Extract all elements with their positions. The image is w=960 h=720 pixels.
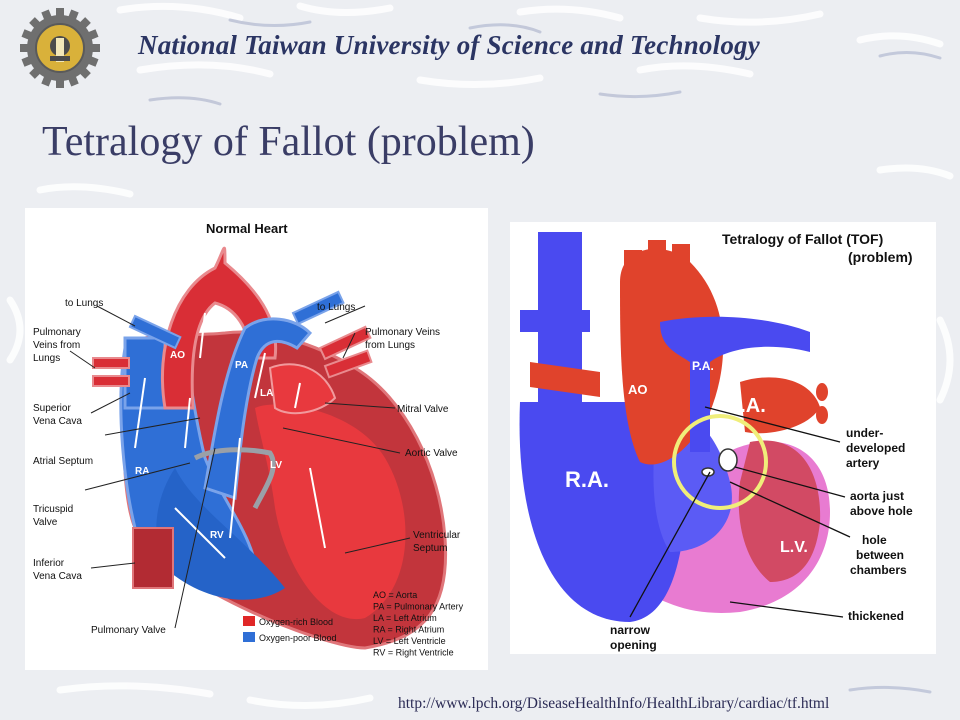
label-underdeveloped-3: artery [846,456,880,470]
figure-title-normal-heart: Normal Heart [206,221,288,236]
institution-header: National Taiwan University of Science an… [138,30,760,60]
left-atrium [268,363,337,415]
label-tricuspid-valve-1: Tricuspid [33,504,73,515]
label-hole-between-2: between [856,548,904,562]
label-mitral-valve: Mitral Valve [397,404,449,415]
abbreviation-item: AO = Aorta [373,590,417,600]
left-atrium [740,377,820,434]
inferior-vena-cava [132,527,174,589]
figure-title-tof-1: Tetralogy of Fallot (TOF) [722,231,883,247]
label-pulmonary-valve: Pulmonary Valve [91,625,166,636]
label-thickened: thickened [848,609,904,623]
legend-swatch-oxygen-rich [243,616,255,626]
label-pulmonary-veins-left-1: Pulmonary [33,327,81,338]
defect-highlight-circle [672,414,768,510]
label-pa: P.A. [692,359,714,373]
abbreviation-item: PA = Pulmonary Artery [373,602,464,612]
label-la: L.A. [728,395,766,417]
label-pulmonary-veins-left-2: Veins from [33,340,80,351]
label-lv: LV [270,460,282,471]
label-ra: RA [135,466,149,477]
label-hole-between-1: hole [862,533,887,547]
label-ao: AO [170,350,185,361]
label-rv: RV [210,530,224,541]
normal-heart-figure: Normal Heart AO PA LA RA L [25,208,488,670]
university-logo [20,8,100,88]
label-to-lungs-left: to Lungs [65,298,103,309]
label-aorta-above-hole-2: above hole [850,504,913,518]
label-underdeveloped-2: developed [846,441,905,455]
label-tricuspid-valve-2: Valve [33,517,58,528]
figure-title-tof-2: (problem) [848,249,913,265]
label-to-lungs-right: to Lungs [317,302,355,313]
label-underdeveloped-1: under- [846,426,883,440]
label-narrow-opening-1: narrow [610,623,651,637]
label-inferior-vena-cava-1: Inferior [33,558,65,569]
label-pulmonary-veins-right-2: from Lungs [365,340,415,351]
label-lv: L.V. [780,539,808,556]
label-pa: PA [235,360,248,371]
label-aorta-above-hole-1: aorta just [850,489,904,503]
label-ventricular-septum-2: Septum [413,543,447,554]
abbreviation-item: LA = Left Atrium [373,613,437,623]
label-ao: AO [628,382,648,397]
pulmonary-vein-left [530,362,600,397]
left-ventricle [738,440,821,582]
label-ra: R.A. [565,467,609,492]
label-narrow-opening-2: opening [610,638,657,652]
label-la: LA [260,388,273,399]
legend-oxygen-rich: Oxygen-rich Blood [259,617,333,627]
label-inferior-vena-cava-2: Vena Cava [33,571,82,582]
label-atrial-septum: Atrial Septum [33,456,93,467]
source-url: http://www.lpch.org/DiseaseHealthInfo/He… [398,695,830,712]
slide-title: Tetralogy of Fallot (problem) [42,119,535,165]
label-hole-between-3: chambers [850,563,907,577]
legend-oxygen-poor: Oxygen-poor Blood [259,633,337,643]
pulmonary-artery [203,317,313,501]
superior-vena-cava [123,336,167,410]
abbreviation-item: RA = Right Atrium [373,625,444,635]
left-ventricle [255,404,406,620]
valve-icon [718,448,738,472]
label-superior-vena-cava-2: Vena Cava [33,416,82,427]
label-pulmonary-veins-left-3: Lungs [33,353,60,364]
abbreviation-item: RV = Right Ventricle [373,648,454,658]
label-superior-vena-cava-1: Superior [33,403,71,414]
abbreviation-item: LV = Left Ventricle [373,636,446,646]
label-pulmonary-veins-right-1: Pulmonary Veins [365,327,440,338]
pulmonary-artery [660,316,810,452]
pulmonary-vessel-left [520,310,590,332]
label-aortic-valve: Aortic Valve [405,448,458,459]
label-ventricular-septum-1: Ventricular [413,530,461,541]
legend-swatch-oxygen-poor [243,632,255,642]
tof-heart-figure: Tetralogy of Fallot (TOF) (problem) P.A.… [510,222,936,654]
